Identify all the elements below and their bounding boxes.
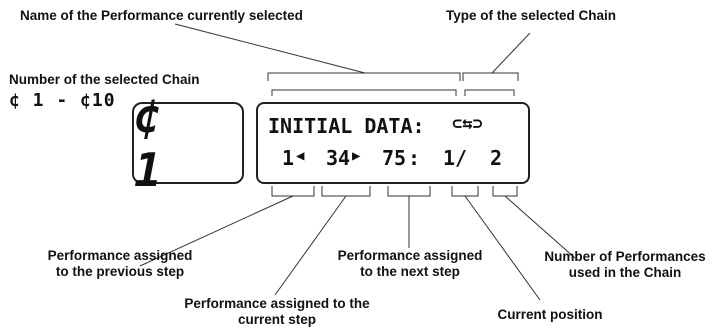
type-bracket: [462, 72, 519, 81]
position-bracket: [451, 186, 479, 197]
next-step-label: Performance assigned to the next step: [320, 248, 500, 280]
num-performances-label-line2: used in the Chain: [568, 265, 682, 280]
current-step-label-line1: Performance assigned to the: [184, 296, 370, 311]
num-performances-label-line1: Number of Performances: [544, 249, 706, 264]
prev-step-label: Performance assigned to the previous ste…: [30, 248, 210, 280]
type-callout-line: [491, 32, 531, 74]
current-bracket: [321, 186, 371, 197]
current-step-label: Performance assigned to the current step: [172, 296, 382, 328]
prev-step-value: 1: [282, 146, 295, 170]
total-callout-line: [504, 195, 576, 259]
chain-range-text: ¢ 1 - ¢10: [9, 90, 116, 111]
chain-number-display: ¢ 1: [132, 89, 244, 197]
prev-step-label-line2: to the previous step: [55, 264, 185, 279]
prev-step-label-line1: Performance assigned: [47, 248, 193, 263]
type-selected-label: Type of the selected Chain: [446, 8, 617, 23]
current-callout-line: [274, 195, 347, 296]
total-bracket: [492, 186, 518, 197]
inner-top-bracket-name: [271, 89, 457, 96]
prev-callout-line: [139, 195, 294, 267]
prev-bracket: [271, 186, 315, 197]
name-bracket: [267, 72, 461, 81]
chain-number-text: ¢ 1: [134, 89, 172, 197]
number-selected-label: Number of the selected Chain: [9, 72, 200, 87]
position-callout-line: [464, 195, 541, 301]
colon-separator: :: [408, 146, 421, 170]
prev-arrow-icon: ◀: [296, 148, 305, 164]
num-performances-label: Number of Performances used in the Chain: [540, 249, 710, 281]
total-performances-value: 2: [490, 146, 503, 170]
performance-name: INITIAL DATA:: [268, 114, 425, 138]
current-step-label-line2: current step: [237, 312, 317, 327]
next-step-value: 75: [382, 146, 407, 170]
next-step-label-line1: Performance assigned: [337, 248, 483, 263]
next-arrow-icon: ▶: [352, 148, 361, 164]
next-step-label-line2: to the next step: [360, 264, 460, 279]
lcd-display: INITIAL DATA: ⊂⇆⊃ 1 ◀ 34 ▶ 75 : 1/ 2: [256, 102, 530, 184]
current-position-label: Current position: [497, 307, 603, 322]
name-selected-label: Name of the Performance currently select…: [20, 8, 303, 23]
chain-type-icon: ⊂⇆⊃: [452, 114, 483, 134]
name-callout-line: [174, 23, 366, 74]
next-bracket: [387, 186, 431, 197]
current-step-value: 34: [326, 146, 351, 170]
current-position-value: 1/: [443, 146, 468, 170]
inner-top-bracket-type: [464, 89, 515, 96]
